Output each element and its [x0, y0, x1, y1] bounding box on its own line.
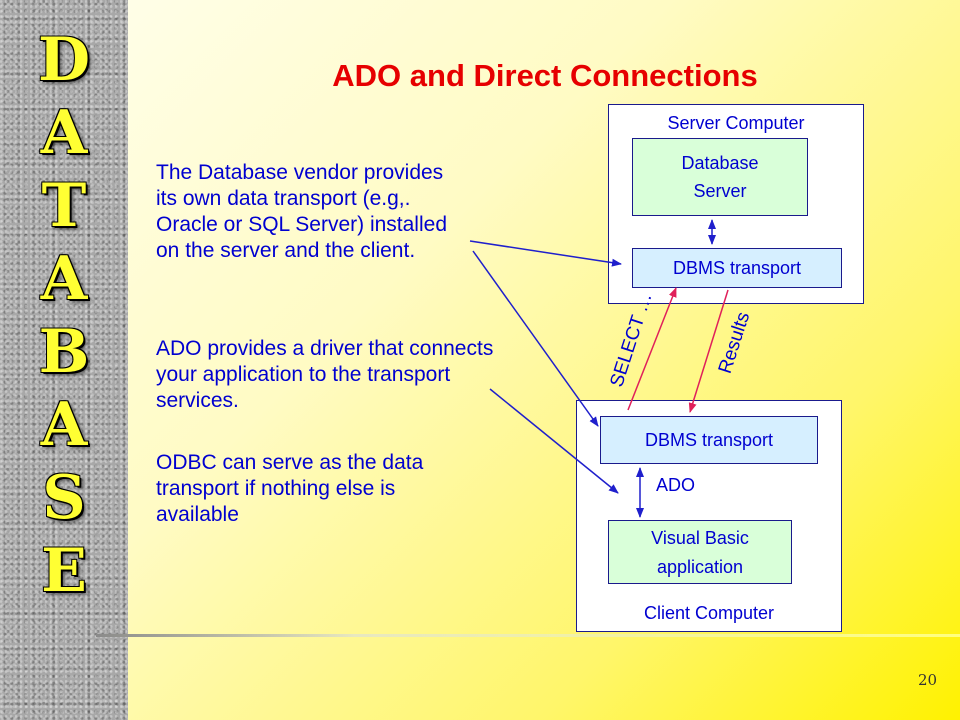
sidebar-letter: S [42, 463, 86, 533]
sidebar-letter: E [41, 536, 87, 606]
arrow-text-to-server-transport [469, 240, 622, 267]
vb-application-label-line2: application [656, 557, 744, 577]
sidebar-letter: A [40, 98, 88, 168]
paragraph-odbc: ODBC can serve as the data transport if … [156, 451, 424, 526]
arrow-text-to-client-transport [472, 250, 599, 427]
client-dbms-transport-box [600, 416, 818, 464]
arrow-results [688, 289, 729, 413]
sidebar-panel: D A T A B A S E [0, 0, 128, 720]
vb-application-box [608, 520, 792, 584]
arrow-select [627, 287, 677, 411]
paragraph-vendor-transport: The Database vendor provides its own dat… [156, 161, 447, 262]
sidebar-letter: T [41, 171, 87, 241]
vb-application-label-line1: Visual Basic [651, 528, 749, 548]
ado-label: ADO [656, 475, 696, 495]
database-server-box [632, 138, 808, 216]
sidebar-letter: A [40, 244, 88, 314]
sidebar-letter: A [40, 390, 88, 460]
page-number: 20 [918, 671, 938, 689]
client-dbms-transport-label: DBMS transport [644, 430, 774, 450]
paragraph-ado-driver: ADO provides a driver that connects your… [156, 337, 494, 412]
sidebar-letter: B [38, 317, 90, 387]
database-server-label-line2: Server [693, 181, 747, 201]
client-computer-label: Client Computer [643, 603, 775, 623]
server-dbms-transport-label: DBMS transport [672, 258, 802, 278]
sidebar-letter: D [37, 25, 91, 95]
server-computer-label: Server Computer [667, 113, 805, 133]
footer-rule [96, 634, 960, 637]
slide-title: ADO and Direct Connections [332, 58, 758, 93]
server-dbms-transport-box [632, 248, 842, 288]
database-server-label-line1: Database [681, 153, 759, 173]
arrow-ado-to-vb-app [489, 388, 619, 494]
